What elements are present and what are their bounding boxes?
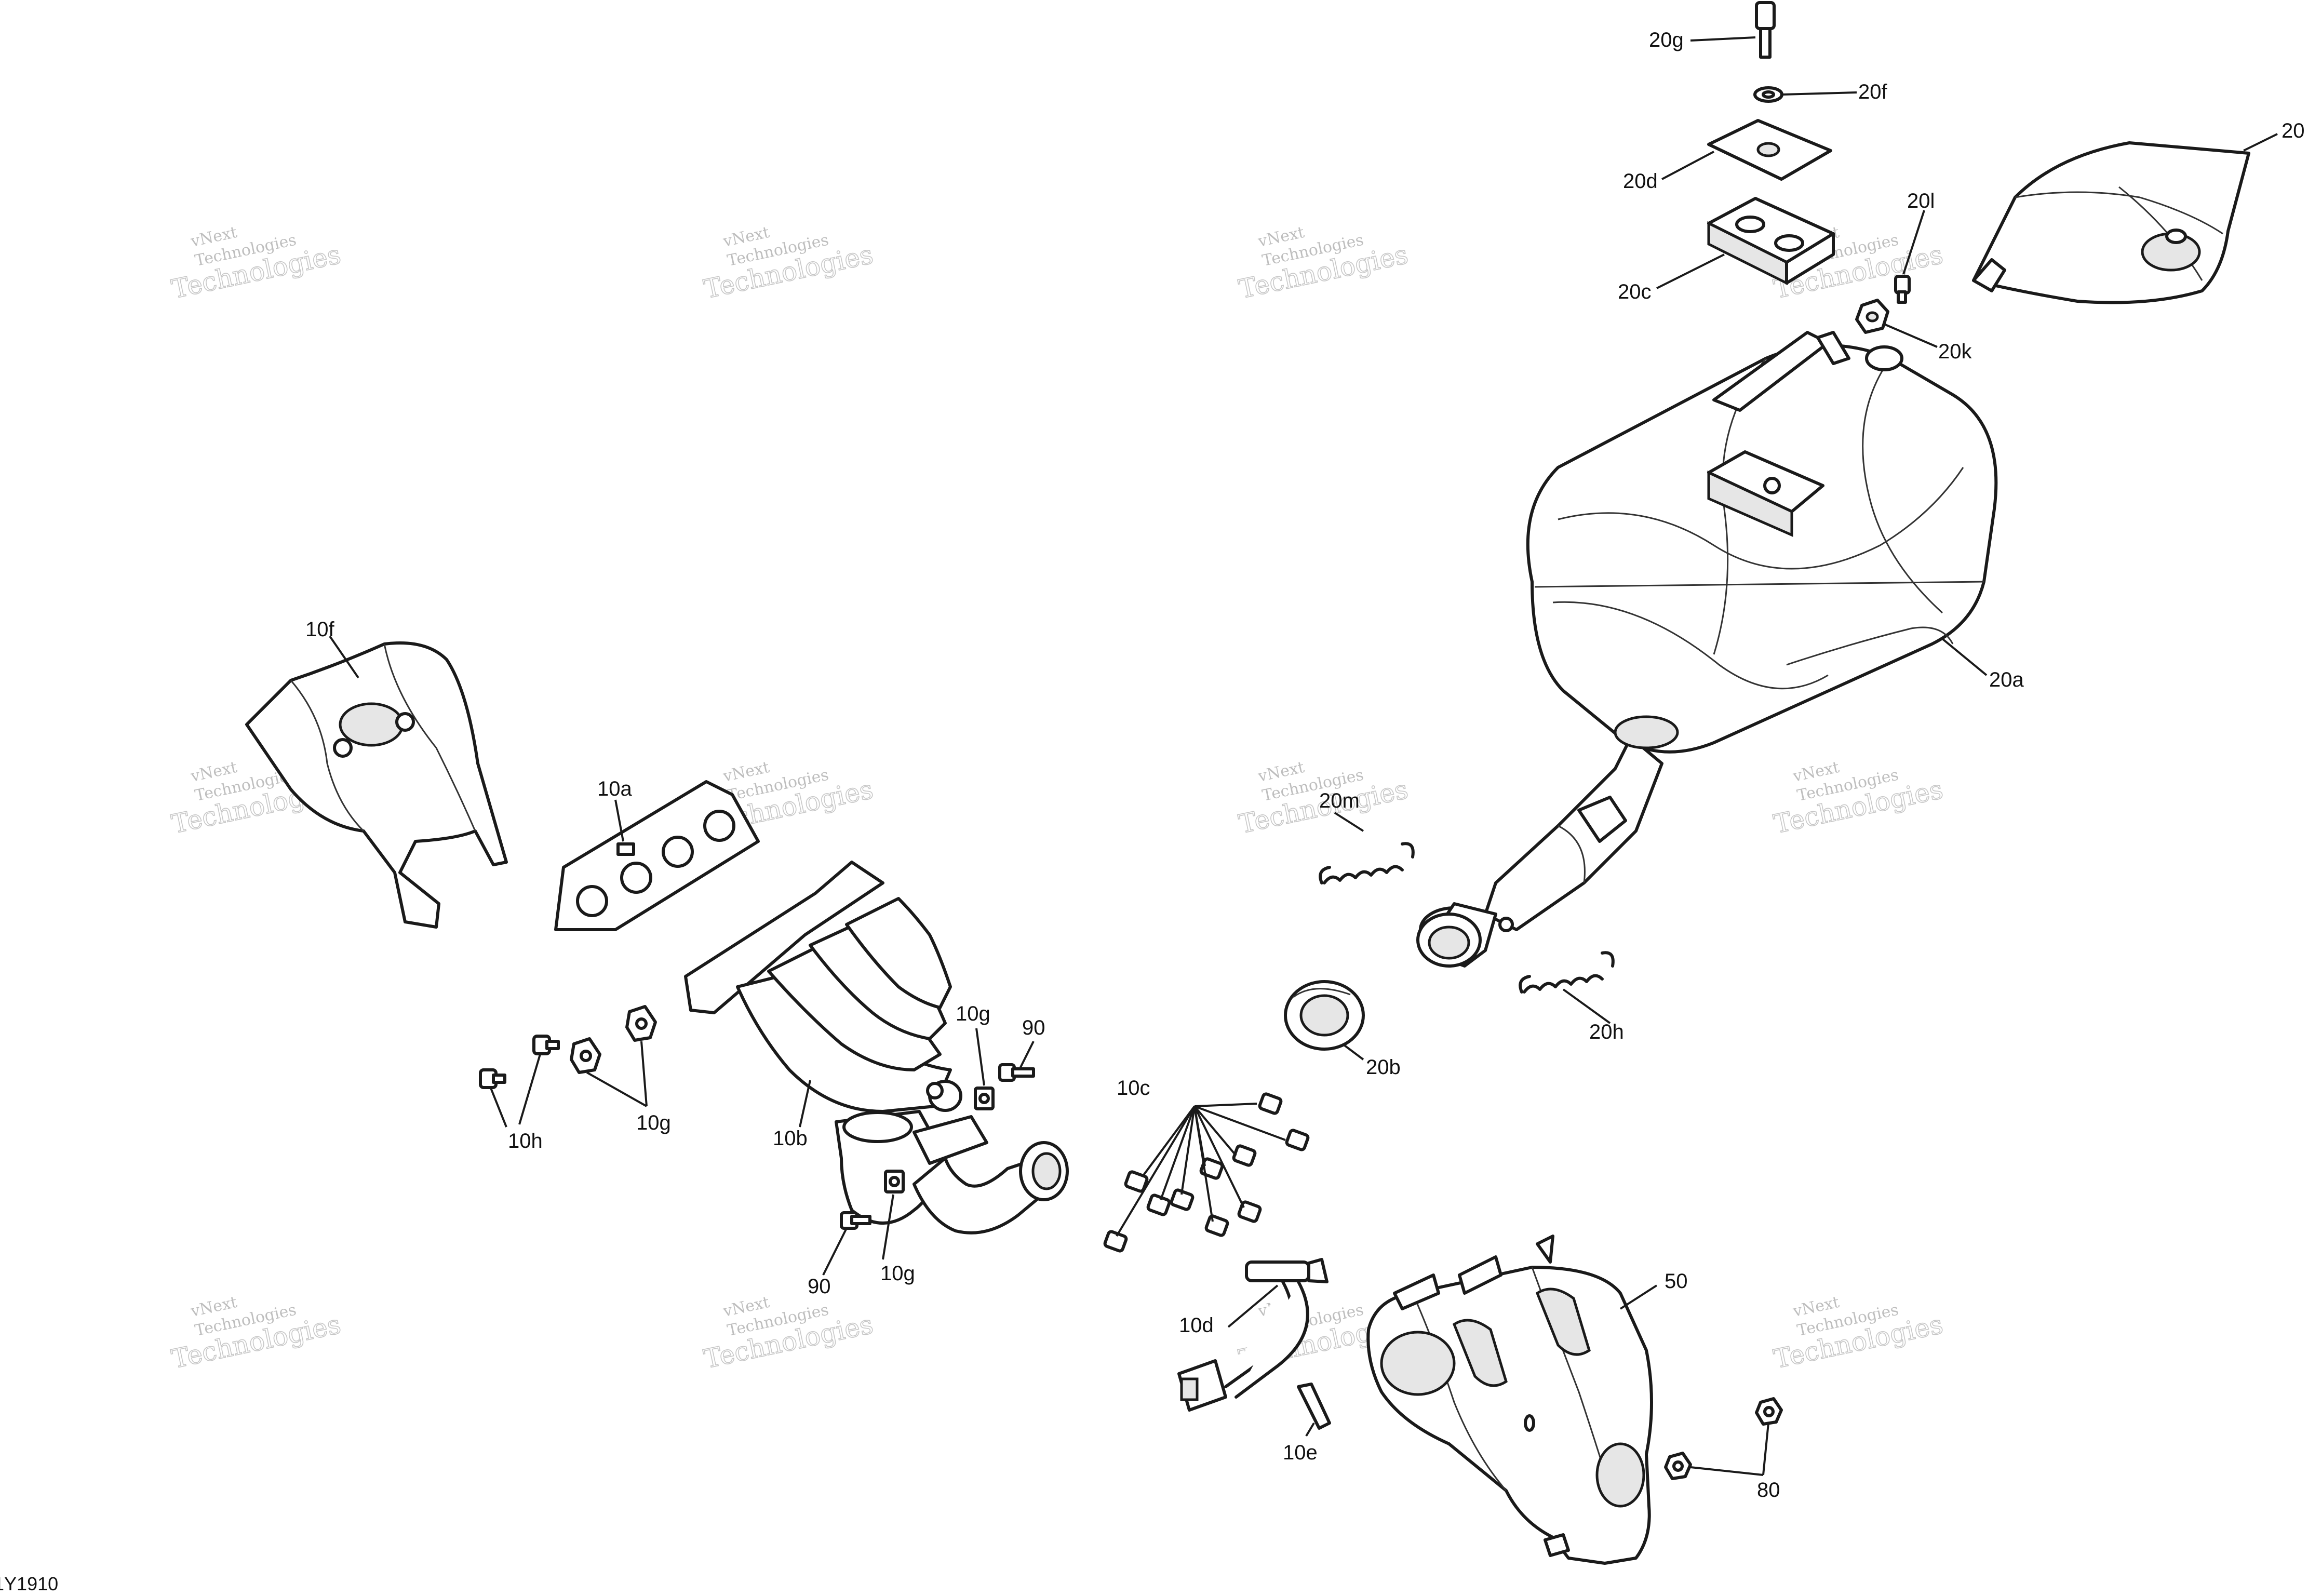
- watermark: vNext Technologies Technologies: [701, 1293, 876, 1375]
- callout-50: 50: [1665, 1270, 1688, 1293]
- watermark: vNext Technologies Technologies: [169, 223, 344, 305]
- part-90-bolt: [840, 1211, 871, 1230]
- part-20d-plate: [1707, 119, 1832, 181]
- callout-20: 20: [2282, 119, 2305, 142]
- part-20f-washer: [1753, 86, 1783, 103]
- part-10g-nut: [570, 1037, 601, 1074]
- callout-20m: 20m: [1319, 789, 1360, 812]
- callout-20a: 20a: [1989, 668, 2024, 691]
- part-10h-stud: [532, 1035, 560, 1055]
- callout-90-top: 90: [1022, 1016, 1045, 1039]
- part-10b-outlet-pipe: [913, 1141, 1069, 1235]
- part-10e-clip: [1297, 1383, 1331, 1430]
- part-20a-muffler: [1526, 331, 1998, 754]
- watermark: vNext Technologies Technologies: [701, 223, 876, 305]
- callout-20h: 20h: [1589, 1021, 1624, 1043]
- part-10d-oxygen-sensor: [1177, 1258, 1329, 1412]
- part-10b-manifold: [684, 861, 988, 1225]
- part-50-heat-shield: [1366, 1235, 1653, 1565]
- watermark: vNext Technologies Technologies: [1236, 223, 1411, 305]
- callout-10b: 10b: [773, 1127, 808, 1150]
- callout-20g: 20g: [1649, 29, 1684, 51]
- part-20-heat-shield: [1972, 141, 2250, 304]
- callout-20l: 20l: [1907, 190, 1935, 212]
- callout-10g-left: 10g: [636, 1111, 671, 1134]
- part-20h-spring: [1519, 951, 1615, 994]
- watermark: vNext Technologies Technologies: [1236, 758, 1411, 840]
- part-20l-bolt: [1894, 275, 1911, 304]
- part-10c-bolts: [1103, 1092, 1310, 1253]
- part-10f-heat-shield: [245, 641, 508, 929]
- part-20b-gasket-ring: [1284, 980, 1365, 1051]
- callout-20k: 20k: [1938, 340, 1972, 363]
- callout-10f: 10f: [305, 618, 334, 641]
- part-20c-rubber-mount: [1707, 197, 1835, 286]
- callout-20d: 20d: [1623, 170, 1658, 193]
- part-80-nut: [1755, 1397, 1783, 1426]
- callout-10h: 10h: [508, 1130, 543, 1152]
- callout-10c: 10c: [1117, 1077, 1150, 1099]
- watermark: vNext Technologies Technologies: [169, 1293, 344, 1375]
- part-20m-spring: [1319, 842, 1415, 884]
- callout-20c: 20c: [1618, 280, 1652, 303]
- callout-10g-bottom: 10g: [880, 1262, 915, 1285]
- callout-80: 80: [1757, 1479, 1780, 1501]
- part-10h-stud: [479, 1068, 506, 1089]
- watermark: vNext Technologies Technologies: [1771, 758, 1946, 840]
- drawing-code: 21Y1910: [0, 1573, 58, 1594]
- leader-lines: [329, 36, 2278, 1476]
- callout-20b: 20b: [1366, 1056, 1401, 1079]
- part-80-nut: [1664, 1452, 1692, 1480]
- callout-labels: 20g 20f 20d 20c 20l 20k 20 20a 20m 20h 2…: [305, 29, 2305, 1501]
- callout-10d: 10d: [1179, 1314, 1214, 1337]
- part-10g-clip: [884, 1170, 905, 1193]
- callout-90-bottom: 90: [808, 1275, 831, 1298]
- part-90-bolt: [998, 1063, 1035, 1082]
- watermark: vNext Technologies Technologies: [1771, 1293, 1946, 1375]
- callout-10a: 10a: [597, 777, 632, 800]
- part-20g-bolt: [1755, 1, 1776, 59]
- callout-10g-top: 10g: [956, 1002, 990, 1025]
- callout-10e: 10e: [1283, 1441, 1318, 1464]
- part-10g-clip: [974, 1087, 995, 1110]
- part-20k-nut: [1855, 299, 1889, 334]
- part-10g-nut: [625, 1005, 657, 1042]
- part-10a-gasket: [554, 780, 760, 931]
- callout-20f: 20f: [1858, 81, 1887, 103]
- part-20a-inlet-pipe: [1416, 715, 1679, 968]
